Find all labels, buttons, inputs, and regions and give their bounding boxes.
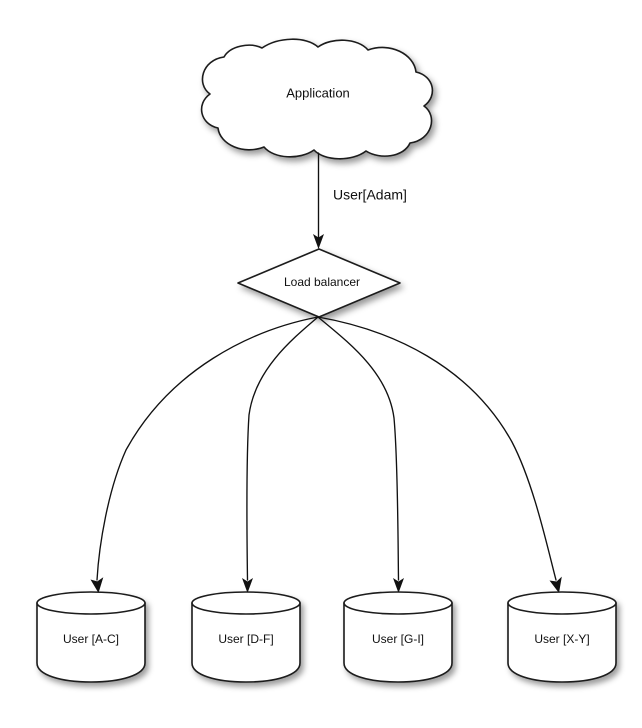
cylinder-1-top bbox=[36, 591, 146, 615]
edge-balancer-to-db-1 bbox=[90, 316, 319, 593]
edge-label-user-adam: User[Adam] bbox=[333, 187, 407, 203]
arrow-head-db-3 bbox=[393, 578, 404, 593]
cylinder-2-body-group bbox=[191, 591, 301, 683]
cylinder-4-body bbox=[507, 602, 617, 683]
edge-balancer-to-db-2 bbox=[242, 316, 319, 593]
edge-balancer-to-db-3 bbox=[317, 316, 404, 593]
edge-curve-db-3 bbox=[317, 316, 400, 581]
application-label: Application bbox=[286, 85, 350, 100]
edge-curve-db-2 bbox=[246, 316, 319, 581]
edge-curve-db-4 bbox=[317, 316, 557, 581]
database-1-label: User [A-C] bbox=[63, 632, 119, 646]
node-application[interactable]: Application bbox=[200, 38, 434, 160]
cloud-shape bbox=[200, 38, 434, 160]
cylinder-1-body-group bbox=[36, 591, 146, 683]
cylinder-4-body-group bbox=[507, 591, 617, 683]
edge-application-to-balancer: User[Adam] bbox=[313, 152, 407, 249]
cylinder-3-body bbox=[343, 602, 453, 683]
database-3-label: User [G-I] bbox=[372, 632, 424, 646]
edge-curve-db-1 bbox=[96, 316, 319, 581]
arrow-head-app-lb bbox=[313, 234, 324, 249]
cylinder-4-top bbox=[507, 591, 617, 615]
node-database-2[interactable]: User [D-F] bbox=[191, 591, 301, 683]
arrow-head-db-2 bbox=[242, 578, 253, 593]
edge-balancer-to-db-4 bbox=[317, 316, 562, 593]
cylinder-2-top bbox=[191, 591, 301, 615]
cylinder-3-body-group bbox=[343, 591, 453, 683]
node-database-3[interactable]: User [G-I] bbox=[343, 591, 453, 683]
arrow-head-db-1 bbox=[90, 577, 104, 593]
database-2-label: User [D-F] bbox=[218, 632, 273, 646]
cylinder-2-body bbox=[191, 602, 301, 683]
node-load-balancer[interactable]: Load balancer bbox=[237, 248, 401, 318]
node-database-1[interactable]: User [A-C] bbox=[36, 591, 146, 683]
database-4-label: User [X-Y] bbox=[534, 632, 589, 646]
node-database-4[interactable]: User [X-Y] bbox=[507, 591, 617, 683]
load-balancer-label: Load balancer bbox=[284, 275, 360, 289]
cylinder-3-top bbox=[343, 591, 453, 615]
cylinder-1-body bbox=[36, 602, 146, 683]
arrow-head-db-4 bbox=[549, 576, 562, 593]
